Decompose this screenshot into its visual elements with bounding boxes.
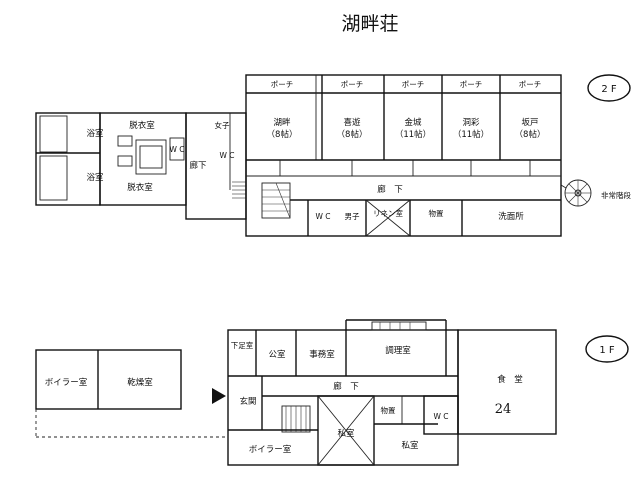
closet-dividers bbox=[279, 160, 531, 176]
fire-escape-stair bbox=[560, 179, 592, 207]
room-kitchen: 調理室 bbox=[385, 345, 411, 356]
room-wc-2f-left: W C bbox=[169, 145, 184, 154]
room-storage-2f: 物置 bbox=[429, 208, 444, 218]
stairs-2f-corridor bbox=[261, 182, 291, 219]
room-4-size: （11帖） bbox=[453, 129, 489, 140]
room-office: 事務室 bbox=[309, 349, 335, 360]
first-floor-plan: 1 F ボイラー室 乾燥室 下足室 公室 事務室 調理室 廊 下 bbox=[35, 319, 629, 466]
plan-title: 湖畔荘 bbox=[341, 13, 398, 35]
room-3-size: （11帖） bbox=[395, 129, 431, 140]
fixture-b bbox=[135, 139, 167, 175]
room-1-name: 湖畔 bbox=[273, 117, 291, 128]
room-male: 男子 bbox=[345, 212, 360, 221]
room-bath-2: 浴室 bbox=[86, 172, 104, 183]
room-shoe: 下足室 bbox=[231, 340, 254, 350]
room-hall-2f: 廊下 bbox=[189, 160, 207, 171]
room-storage-1f: 物置 bbox=[381, 405, 396, 415]
porch-label-5: ポーチ bbox=[519, 80, 542, 89]
corridor-1f: 廊 下 bbox=[333, 381, 359, 392]
handwritten-number: 24 bbox=[495, 402, 512, 417]
wc-1f-outline bbox=[423, 395, 459, 435]
room-2-name: 喜遊 bbox=[343, 117, 361, 128]
room-wc-2f-right: W C bbox=[315, 212, 330, 221]
private-1-cross-b bbox=[317, 395, 375, 466]
wc-box-2f-left bbox=[169, 137, 185, 161]
room-dining: 食 堂 bbox=[497, 374, 523, 385]
floor-badge-2f: 2 F bbox=[601, 84, 617, 95]
room-1-size: （8帖） bbox=[267, 129, 298, 140]
room-drying: 乾燥室 bbox=[127, 377, 153, 388]
corridor-2f: 廊 下 bbox=[377, 184, 403, 195]
porch-label-2: ポーチ bbox=[341, 80, 364, 89]
porch-label-4: ポーチ bbox=[460, 80, 483, 89]
stairs-1f bbox=[281, 405, 311, 433]
dining-outline bbox=[457, 329, 557, 435]
bath-block-outline bbox=[35, 112, 101, 206]
second-floor-plan: 2 F 浴室 浴室 脱衣室 脱衣室 W C 廊下 女子 W C bbox=[35, 74, 631, 237]
room-4-name: 洞彩 bbox=[462, 117, 480, 128]
porch-label-1: ポーチ bbox=[271, 80, 294, 89]
floor-badge-1f-outline bbox=[585, 335, 629, 363]
room-bath-1: 浴室 bbox=[86, 128, 104, 139]
bath-window-2 bbox=[39, 155, 68, 201]
stairs-2f-hall bbox=[232, 181, 246, 199]
entrance-arrow-icon bbox=[212, 388, 226, 404]
room-5-name: 坂戸 bbox=[521, 117, 538, 128]
room-private-1: 私室 bbox=[337, 428, 355, 439]
room-dressing-1: 脱衣室 bbox=[129, 120, 155, 131]
porch-cells bbox=[315, 75, 501, 160]
porch-label-3: ポーチ bbox=[402, 80, 425, 89]
linen-cross-b bbox=[365, 199, 411, 237]
floor-badge-1f: 1 F bbox=[599, 345, 615, 356]
fixture-c bbox=[139, 145, 163, 169]
room-public: 公室 bbox=[268, 349, 286, 360]
room-linen: リネン室 bbox=[373, 208, 403, 218]
fixture-d bbox=[117, 155, 133, 167]
kitchen-counter bbox=[371, 321, 427, 331]
room-private-2: 私室 bbox=[401, 440, 419, 451]
bath-window-1 bbox=[39, 115, 68, 153]
guest-wing-outline bbox=[245, 74, 562, 237]
room-5-size: （8帖） bbox=[515, 129, 546, 140]
annex-outline bbox=[35, 349, 182, 410]
room-dressing-2: 脱衣室 bbox=[127, 182, 153, 193]
room-boiler-annex: ボイラー室 bbox=[45, 377, 88, 388]
room-closet-side: 女子 bbox=[215, 120, 230, 130]
room-entrance: 玄関 bbox=[239, 396, 256, 407]
fixture-a bbox=[117, 135, 133, 147]
room-wc-2f-mid: W C bbox=[219, 151, 234, 160]
room-2-size: （8帖） bbox=[337, 129, 368, 140]
room-washroom: 洗面所 bbox=[498, 211, 524, 222]
room-3-name: 金城 bbox=[404, 117, 422, 128]
floor-badge-2f-outline bbox=[587, 74, 631, 102]
room-boiler-1f: ボイラー室 bbox=[249, 444, 292, 455]
label-fire-escape: 非常階段 bbox=[601, 190, 631, 200]
room-wc-1f: W C bbox=[433, 412, 448, 421]
